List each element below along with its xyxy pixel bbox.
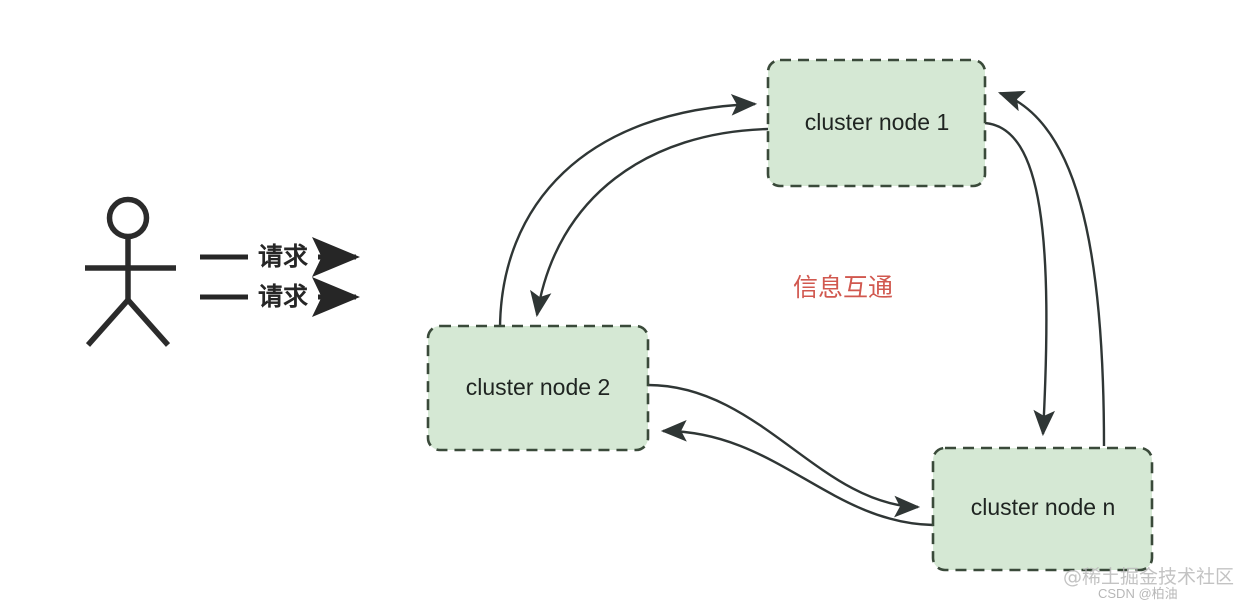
watermark-sub-text: CSDN @柏油 [1098, 586, 1178, 601]
node-cluster-node-2-label: cluster node 2 [466, 374, 610, 400]
node-cluster-node-1-box[interactable] [766, 58, 987, 188]
node-cluster-node-2-box[interactable] [426, 324, 650, 452]
node-cluster-node-1[interactable]: cluster node 1 [766, 58, 987, 188]
node-cluster-node-n-box[interactable] [931, 446, 1154, 572]
edge-node2-to-noden [647, 383, 921, 518]
watermark-main-text: @稀土掘金技术社区 [1063, 566, 1234, 588]
edge-node2-to-node1 [498, 94, 758, 331]
actor-right-leg-line [125, 298, 171, 347]
actor-stick-figure [85, 196, 176, 347]
edge-node1-to-noden [984, 121, 1056, 437]
node-cluster-node-n[interactable]: cluster node n [931, 446, 1154, 572]
watermark: @稀土掘金技术社区 CSDN @柏油 [1063, 566, 1234, 601]
edge-noden-to-node2 [660, 420, 934, 527]
actor-head-icon [106, 196, 150, 240]
request-arrow-1: 请求 [200, 237, 360, 277]
request-arrow-2: 请求 [200, 277, 360, 317]
actor-left-leg-line [85, 298, 131, 347]
node-cluster-node-2[interactable]: cluster node 2 [426, 324, 650, 452]
edge-node1-to-node2 [530, 127, 769, 318]
request-arrow-2-label: 请求 [258, 282, 308, 311]
node-cluster-node-n-label: cluster node n [971, 494, 1115, 520]
edge-noden-to-node1 [997, 90, 1106, 447]
note-information-interchange: 信息互通 [793, 273, 893, 302]
node-cluster-node-1-label: cluster node 1 [805, 109, 949, 135]
request-arrow-1-label: 请求 [258, 242, 308, 271]
